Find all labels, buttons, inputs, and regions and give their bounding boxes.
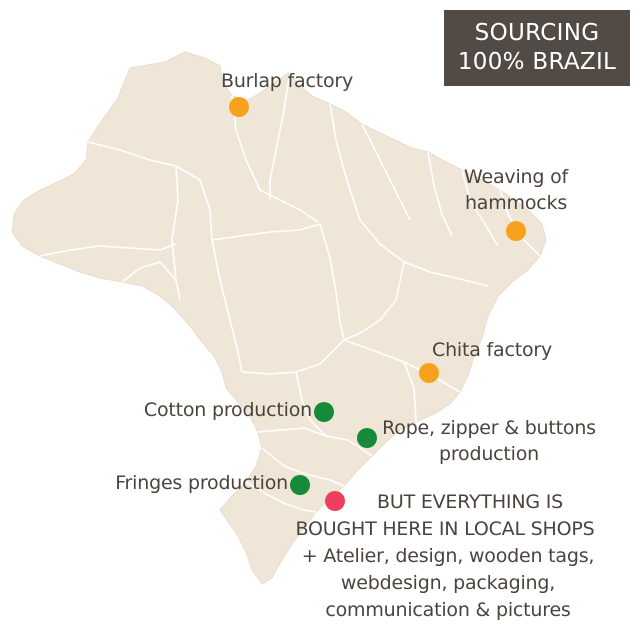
rope-label-line2: production (438, 443, 540, 465)
state-borders (39, 71, 541, 513)
local-label-line5: communication & pictures (325, 599, 571, 621)
local-label-line3: + Atelier, design, wooden tags, (301, 545, 595, 567)
chita-factory-marker (419, 363, 439, 383)
fringes-production-marker (290, 475, 310, 495)
fringes-production-label: Fringes production (115, 472, 288, 494)
local-shops-marker (325, 491, 345, 511)
rope-label-line1: Rope, zipper & buttons (382, 417, 596, 439)
title-box: SOURCING 100% BRAZIL (444, 10, 630, 86)
rope-zipper-buttons-label: Rope, zipper & buttons production (376, 415, 602, 467)
hammocks-label: Weaving of hammocks (456, 164, 576, 216)
title-line1: SOURCING (474, 20, 600, 46)
rope-zipper-buttons-marker (357, 428, 377, 448)
burlap-factory-marker (229, 97, 249, 117)
local-label-line1: BUT EVERYTHING IS (377, 491, 563, 513)
hammocks-label-line2: hammocks (464, 192, 568, 214)
hammocks-marker (506, 221, 526, 241)
cotton-production-label: Cotton production (143, 399, 312, 421)
local-shops-label: BUT EVERYTHING IS BOUGHT HERE IN LOCAL S… (280, 489, 610, 624)
hammocks-label-line1: Weaving of (464, 166, 568, 188)
cotton-production-marker (314, 402, 334, 422)
burlap-factory-label: Burlap factory (221, 70, 354, 92)
title-line2: 100% BRAZIL (457, 49, 617, 75)
local-label-line2: BOUGHT HERE IN LOCAL SHOPS (295, 518, 595, 540)
chita-factory-label: Chita factory (432, 339, 553, 361)
local-label-line4: webdesign, packaging, (340, 572, 556, 594)
